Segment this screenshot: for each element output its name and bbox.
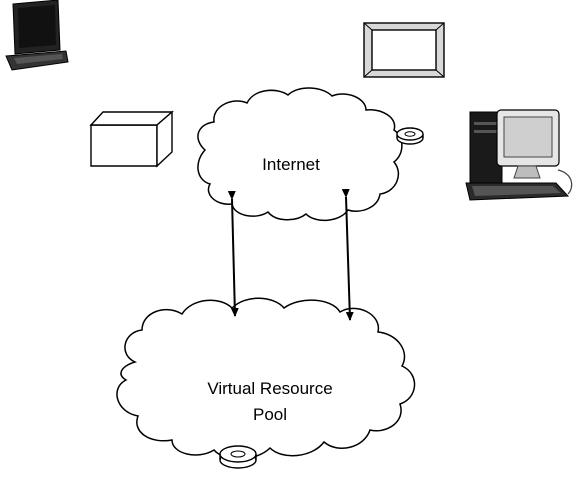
desktop-computer-icon [465, 109, 573, 201]
bidirectional-arrow [341, 188, 354, 321]
pool-label-line1: Virtual Resource [207, 379, 333, 398]
pool-cloud [116, 297, 416, 460]
storage-disk-icon [219, 445, 257, 469]
laptop-icon [5, 0, 69, 71]
storage-disk-icon [396, 127, 424, 145]
internet-label: Internet [262, 155, 320, 174]
pool-label-line2: Pool [252, 405, 288, 424]
server-box-icon [89, 110, 174, 168]
monitor-icon [363, 22, 445, 78]
bidirectional-arrow [227, 190, 239, 317]
